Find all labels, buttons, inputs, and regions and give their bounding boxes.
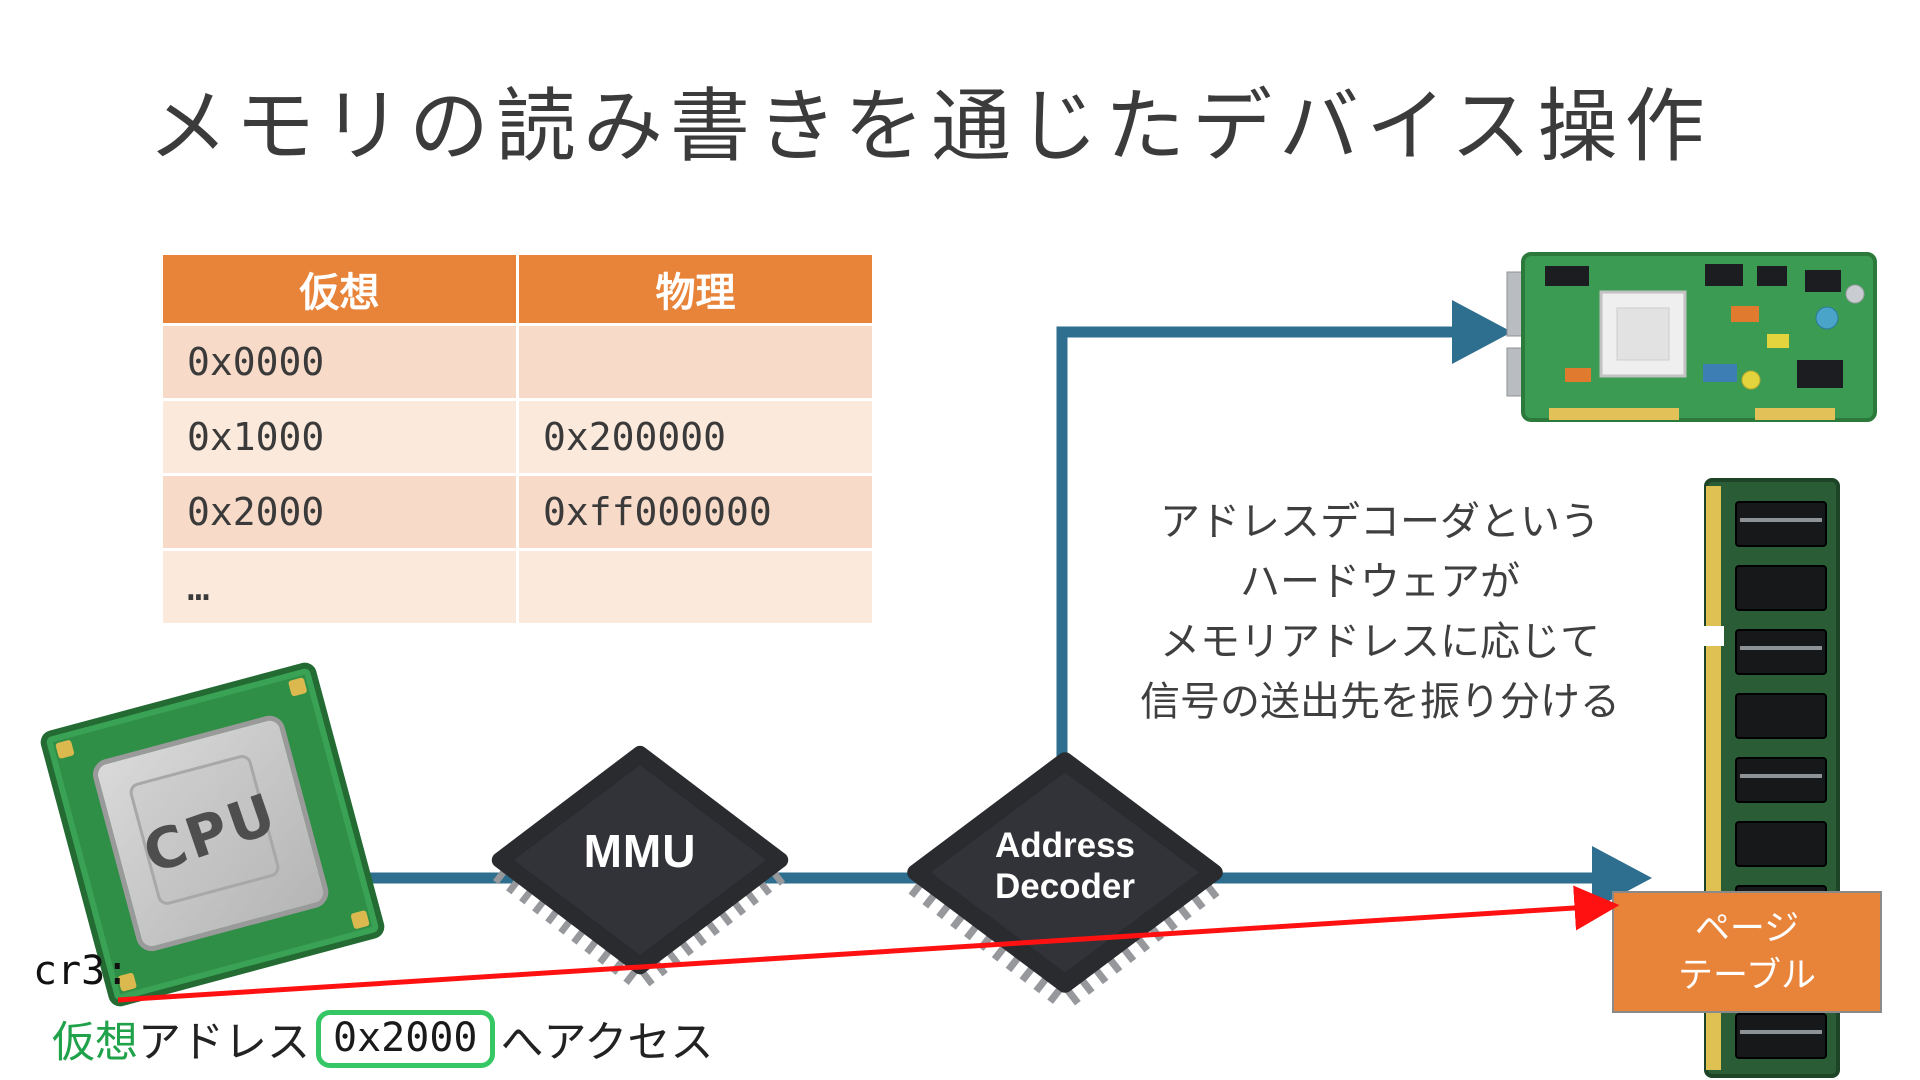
address-decoder-chip-illustration: Address Decoder (900, 742, 1230, 1014)
decoder-annotation: アドレスデコーダという ハードウェアが メモリアドレスに応じて 信号の送出先を振… (1080, 492, 1680, 732)
address-decoder-label-line: Address (994, 826, 1136, 866)
arrowhead-to-device-icon (1452, 300, 1512, 364)
access-word-virtual: 仮想 (52, 1019, 138, 1067)
address-mapping-table: 仮想 物理 0x0000 0x1000 0x200000 0x2000 0xff… (160, 252, 875, 626)
cell-virtual: 0x1000 (160, 398, 519, 476)
access-address-value: 0x2000 (316, 1010, 495, 1068)
table-row: 0x1000 0x200000 (160, 398, 875, 476)
table-row: 0x0000 (160, 323, 875, 401)
mmu-label: MMU (583, 825, 697, 877)
table-header-row: 仮想 物理 (160, 252, 875, 326)
table-row: 0x2000 0xff000000 (160, 473, 875, 551)
cell-physical (516, 323, 875, 401)
cr3-label: cr3: (33, 948, 130, 994)
access-sentence: 仮想 アドレス 0x2000 へアクセス (52, 1008, 713, 1070)
page-table-box: ページ テーブル (1612, 891, 1882, 1013)
page-table-label-line: ページ (1694, 908, 1800, 948)
access-suffix: へアクセス (500, 1019, 714, 1067)
annotation-line: ハードウェアが (1240, 560, 1520, 604)
address-decoder-label-line: Decoder (994, 866, 1136, 906)
header-virtual: 仮想 (160, 252, 519, 326)
device-card-illustration (1506, 252, 1877, 422)
address-decoder-label: Address Decoder (900, 742, 1230, 1007)
header-physical: 物理 (516, 252, 875, 326)
mmu-chip-body (491, 745, 789, 994)
cell-virtual: … (160, 548, 519, 626)
table-row: … (160, 548, 875, 626)
access-word-address: アドレス (138, 1019, 310, 1067)
cell-physical: 0x200000 (516, 398, 875, 476)
annotation-line: 信号の送出先を振り分ける (1140, 680, 1620, 724)
cell-physical: 0xff000000 (516, 473, 875, 551)
slide-title: メモリの読み書きを通じたデバイス操作 (148, 82, 1712, 171)
annotation-line: メモリアドレスに応じて (1160, 620, 1600, 664)
mmu-chip-illustration: MMU (485, 736, 795, 994)
annotation-line: アドレスデコーダという (1160, 500, 1600, 544)
page-table-label-line: テーブル (1678, 956, 1816, 995)
cell-physical (516, 548, 875, 626)
address-decoder-chip-body (907, 752, 1223, 1014)
cell-virtual: 0x2000 (160, 473, 519, 551)
cell-virtual: 0x0000 (160, 323, 519, 401)
